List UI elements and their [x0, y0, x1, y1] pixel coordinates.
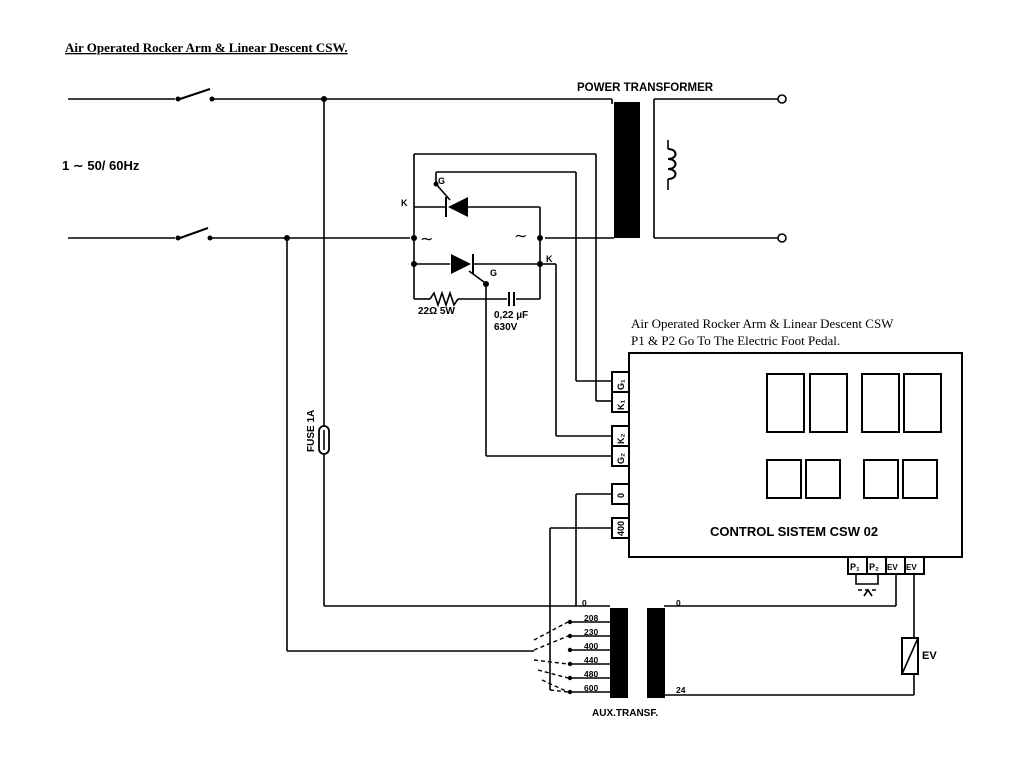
power-transformer-label: POWER TRANSFORMER: [577, 82, 714, 94]
terminal-g1: G₁: [616, 379, 626, 390]
terminal-ev-2: EV: [906, 563, 917, 572]
aux-secondary-24-label: 24: [676, 685, 686, 695]
note-line-2: P1 & P2 Go To The Electric Foot Pedal.: [631, 333, 840, 348]
tap-400: 400: [584, 641, 598, 651]
terminal-k1: K₁: [616, 400, 626, 410]
tap-480: 480: [584, 669, 598, 679]
ac-symbol-left: ∼: [420, 231, 433, 248]
note-line-1: Air Operated Rocker Arm & Linear Descent…: [631, 316, 894, 331]
gate-label-1: G: [438, 176, 445, 186]
power-transformer: [545, 94, 787, 243]
main-line-bottom: [68, 227, 417, 241]
aux-transformer-label: AUX.TRANSF.: [592, 708, 658, 719]
tap-230: 230: [584, 627, 598, 637]
cathode-label-2: K: [546, 254, 553, 264]
ev-label: EV: [922, 650, 937, 662]
terminal-wiring: [549, 154, 612, 690]
terminal-strip-left: [611, 371, 630, 539]
gate-label-2: G: [490, 268, 497, 278]
cathode-label-1: K: [401, 198, 408, 208]
tap-208: 208: [584, 613, 598, 623]
main-line-top: [68, 88, 612, 102]
terminal-ev-1: EV: [887, 563, 898, 572]
terminal-p2: P₂: [869, 562, 879, 572]
ac-symbol-right: ∼: [514, 228, 527, 245]
fuse-label: FUSE 1A: [306, 410, 317, 452]
aux-zero-label: 0: [582, 598, 587, 608]
supply-label: 1 ∼ 50/ 60Hz: [62, 158, 140, 173]
fuse-symbol: [286, 99, 576, 652]
tap-440: 440: [584, 655, 598, 665]
thyristor-network: [411, 153, 612, 457]
solenoid-valve: [901, 637, 919, 675]
terminal-400: 400: [616, 521, 626, 536]
tap-600: 600: [584, 683, 598, 693]
aux-transformer: [533, 605, 915, 698]
resistor-label: 22Ω 5W: [418, 306, 455, 317]
aux-secondary-zero-label: 0: [676, 598, 681, 608]
control-system-label: CONTROL SISTEM CSW 02: [710, 524, 878, 539]
diagram-title: Air Operated Rocker Arm & Linear Descent…: [65, 40, 348, 55]
terminal-strip-bottom: [664, 556, 925, 638]
terminal-p1: P₁: [850, 562, 860, 572]
terminal-g2: G₂: [616, 453, 626, 464]
control-system-box: [628, 352, 963, 558]
terminal-0: 0: [616, 493, 626, 498]
capacitor-voltage-label: 630V: [494, 322, 518, 333]
terminal-k2: K₂: [616, 434, 626, 445]
capacitor-label: 0,22 µF: [494, 310, 528, 321]
